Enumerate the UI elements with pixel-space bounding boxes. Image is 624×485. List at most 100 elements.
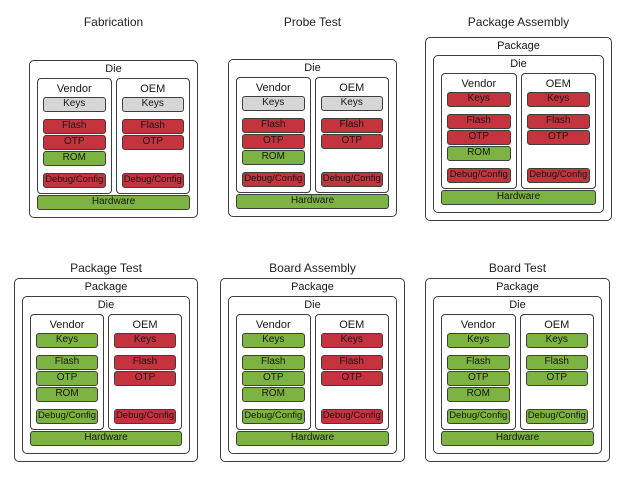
vendor-title: Vendor <box>56 83 92 95</box>
oem-debug-box: Debug/Config <box>320 409 383 424</box>
oem-keys-box: Keys <box>320 333 383 348</box>
vendor-rom-box: ROM <box>447 387 510 402</box>
oem-keys-box: Keys <box>526 92 590 107</box>
vendor-rom-box: ROM <box>36 387 98 402</box>
panel-title: Fabrication <box>83 15 144 29</box>
vendor-flash-box: Flash <box>242 118 305 133</box>
oem-flash-box: Flash <box>525 355 588 370</box>
die-label: Die <box>105 63 122 75</box>
vendor-rom-box: ROM <box>242 387 305 402</box>
oem-otp-box: OTP <box>114 371 176 386</box>
vendor-title: Vendor <box>255 319 291 331</box>
oem-column: OEM Keys Flash OTP Debug/Config <box>108 314 182 430</box>
hardware-bar: Hardware <box>236 194 389 209</box>
oem-debug-box: Debug/Config <box>320 172 383 187</box>
die-label: Die <box>510 58 527 70</box>
oem-column: OEM Keys Flash OTP Debug/Config <box>519 314 594 430</box>
panel-package-assembly: Package Assembly Package Die Vendor Keys… <box>425 15 612 221</box>
package-label: Package <box>496 281 539 293</box>
panel-probe-test: Probe Test Die Vendor Keys Flash OTP ROM… <box>228 15 397 217</box>
oem-flash-box: Flash <box>121 119 184 134</box>
vendor-debug-box: Debug/Config <box>36 409 98 424</box>
package-label: Package <box>291 281 334 293</box>
vendor-keys-box: Keys <box>36 333 98 348</box>
vendor-column: Vendor Keys Flash OTP ROM Debug/Config <box>30 314 104 430</box>
oem-title: OEM <box>544 319 570 331</box>
hardware-bar: Hardware <box>441 190 596 205</box>
hardware-bar: Hardware <box>441 431 594 446</box>
vendor-column: Vendor Keys Flash OTP ROM Debug/Config <box>236 314 311 430</box>
vendor-flash-box: Flash <box>36 355 98 370</box>
package-box: Package Die Vendor Keys Flash OTP ROM De… <box>425 278 610 462</box>
package-box: Package Die Vendor Keys Flash OTP ROM De… <box>14 278 198 462</box>
vendor-keys-box: Keys <box>43 97 106 112</box>
oem-title: OEM <box>339 319 365 331</box>
panel-title: Package Assembly <box>467 15 570 29</box>
oem-keys-box: Keys <box>320 96 383 111</box>
vendor-title: Vendor <box>255 82 291 94</box>
oem-column: OEM Keys Flash OTP Debug/Config <box>314 314 389 430</box>
oem-column: OEM Keys Flash OTP Debug/Config <box>314 77 389 193</box>
vendor-debug-box: Debug/Config <box>447 168 511 183</box>
vendor-keys-box: Keys <box>447 333 510 348</box>
vendor-rom-box: ROM <box>447 146 511 161</box>
oem-keys-box: Keys <box>114 333 176 348</box>
package-label: Package <box>497 40 540 52</box>
oem-flash-box: Flash <box>526 114 590 129</box>
vendor-debug-box: Debug/Config <box>43 173 106 188</box>
oem-otp-box: OTP <box>320 134 383 149</box>
die-label: Die <box>304 62 321 74</box>
vendor-flash-box: Flash <box>447 114 511 129</box>
vendor-debug-box: Debug/Config <box>447 409 510 424</box>
hardware-bar: Hardware <box>30 431 182 446</box>
die-box: Die Vendor Keys Flash OTP ROM Debug/Conf… <box>433 55 604 213</box>
oem-debug-box: Debug/Config <box>114 409 176 424</box>
oem-title: OEM <box>140 83 166 95</box>
panel-title: Probe Test <box>283 15 342 29</box>
vendor-flash-box: Flash <box>43 119 106 134</box>
vendor-otp-box: OTP <box>242 134 305 149</box>
package-label: Package <box>84 281 128 293</box>
panel-board-assembly: Board Assembly Package Die Vendor Keys F… <box>220 261 405 462</box>
oem-flash-box: Flash <box>114 355 176 370</box>
die-label: Die <box>509 299 526 311</box>
oem-title: OEM <box>132 319 158 331</box>
oem-column: OEM Keys Flash OTP Debug/Config <box>115 78 190 194</box>
panel-board-test: Board Test Package Die Vendor Keys Flash… <box>425 261 610 462</box>
die-box: Die Vendor Keys Flash OTP ROM Debug/Conf… <box>228 296 397 454</box>
oem-flash-box: Flash <box>320 118 383 133</box>
package-box: Package Die Vendor Keys Flash OTP ROM De… <box>220 278 405 462</box>
vendor-title: Vendor <box>461 78 497 90</box>
oem-otp-box: OTP <box>525 371 588 386</box>
vendor-column: Vendor Keys Flash OTP ROM Debug/Config <box>441 314 516 430</box>
oem-otp-box: OTP <box>526 130 590 145</box>
panel-title: Board Test <box>488 261 547 275</box>
vendor-rom-box: ROM <box>43 151 106 166</box>
panel-title: Board Assembly <box>269 261 356 275</box>
oem-debug-box: Debug/Config <box>526 168 590 183</box>
oem-debug-box: Debug/Config <box>525 409 588 424</box>
die-box: Die Vendor Keys Flash OTP ROM Debug/Conf… <box>22 296 190 454</box>
vendor-keys-box: Keys <box>447 92 511 107</box>
vendor-rom-box: ROM <box>242 150 305 165</box>
vendor-keys-box: Keys <box>242 333 305 348</box>
oem-otp-box: OTP <box>320 371 383 386</box>
oem-title: OEM <box>545 78 571 90</box>
vendor-flash-box: Flash <box>447 355 510 370</box>
oem-debug-box: Debug/Config <box>121 173 184 188</box>
die-box: Die Vendor Keys Flash OTP ROM Debug/Conf… <box>228 59 397 217</box>
vendor-column: Vendor Keys Flash OTP ROM Debug/Config <box>236 77 311 193</box>
vendor-column: Vendor Keys Flash OTP ROM Debug/Config <box>441 73 517 189</box>
oem-keys-box: Keys <box>525 333 588 348</box>
hardware-bar: Hardware <box>236 431 389 446</box>
vendor-title: Vendor <box>460 319 496 331</box>
panel-package-test: Package Test Package Die Vendor Keys Fla… <box>14 261 198 462</box>
panel-title: Package Test <box>70 261 142 275</box>
vendor-flash-box: Flash <box>242 355 305 370</box>
vendor-otp-box: OTP <box>43 135 106 150</box>
vendor-title: Vendor <box>49 319 85 331</box>
oem-title: OEM <box>339 82 365 94</box>
die-label: Die <box>304 299 321 311</box>
oem-column: OEM Keys Flash OTP Debug/Config <box>520 73 596 189</box>
vendor-otp-box: OTP <box>447 371 510 386</box>
